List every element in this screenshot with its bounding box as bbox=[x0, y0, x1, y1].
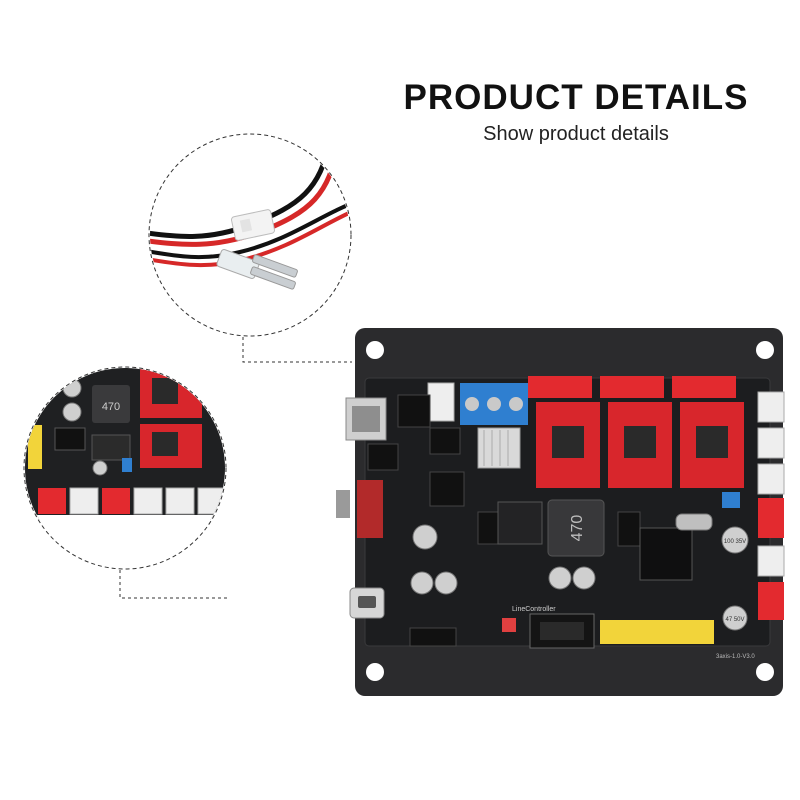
page-subtitle: Show product details bbox=[483, 123, 669, 145]
headline: PRODUCT DETAILS Show product details bbox=[380, 78, 772, 146]
small-capacitor-marking: 47 50V bbox=[725, 617, 744, 623]
page-title: PRODUCT DETAILS bbox=[403, 78, 749, 117]
inductor: 470 bbox=[547, 499, 605, 557]
stepper-driver-x bbox=[536, 402, 600, 488]
stepper-driver-z bbox=[680, 402, 744, 488]
stepper-driver-y bbox=[608, 402, 672, 488]
inductor-marking: 470 bbox=[569, 515, 586, 542]
cable-callout bbox=[148, 133, 352, 363]
controller-label: LineController bbox=[512, 606, 556, 613]
detail-inductor-marking: 470 bbox=[102, 401, 120, 413]
model-label: 3axis-1.0-V3.0 bbox=[716, 654, 755, 660]
capacitor-marking: 100 35V bbox=[724, 539, 746, 545]
controller-board: 470 100 35V 47 50V LineController 3axis-… bbox=[336, 328, 785, 696]
board-detail-callout: 470 bbox=[23, 366, 230, 599]
